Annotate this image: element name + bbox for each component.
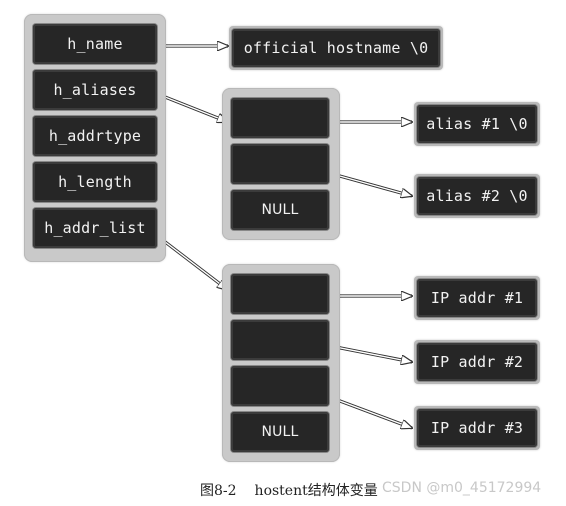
addr-ptr-3 (231, 366, 329, 406)
aliases-null: NULL (231, 190, 329, 230)
aliases-ptr-1 (231, 98, 329, 138)
arrow-h-aliases-to-aliases-array (159, 93, 229, 124)
official-hostname-string: official hostname \0 (232, 29, 440, 67)
ip-addr-2-box: IP addr #2 (414, 340, 540, 384)
field-h-aliases: h_aliases (33, 70, 157, 110)
ip-addr-3-box: IP addr #3 (414, 406, 540, 450)
ip-addr-3-string: IP addr #3 (417, 409, 537, 447)
alias-1-string: alias #1 \0 (417, 105, 537, 143)
addr-list-null: NULL (231, 412, 329, 452)
field-h-addrtype: h_addrtype (33, 116, 157, 156)
caption-title: hostent结构体变量 (254, 483, 378, 499)
official-hostname-box: official hostname \0 (229, 26, 443, 70)
ip-addr-1-box: IP addr #1 (414, 276, 540, 320)
field-h-name: h_name (33, 24, 157, 64)
ip-addr-1-string: IP addr #1 (417, 279, 537, 317)
hostent-struct-panel: h_name h_aliases h_addrtype h_length h_a… (24, 14, 166, 262)
alias-2-box: alias #2 \0 (414, 174, 540, 218)
addr-ptr-1 (231, 274, 329, 314)
caption-label: 图8-2 (200, 483, 237, 499)
arrow-h-addr-list-to-addr-array (159, 236, 229, 292)
field-h-addr-list: h_addr_list (33, 208, 157, 248)
alias-1-box: alias #1 \0 (414, 102, 540, 146)
ip-addr-2-string: IP addr #2 (417, 343, 537, 381)
watermark: CSDN @m0_45172994 (382, 480, 542, 496)
addr-list-array-panel: NULL (222, 264, 340, 462)
caption-text: 图8-2 hostent结构体变量 (200, 480, 378, 500)
addr-ptr-2 (231, 320, 329, 360)
aliases-array-panel: NULL (222, 88, 340, 240)
figure-caption: 图8-2 hostent结构体变量 CSDN @m0_45172994 (0, 478, 566, 504)
aliases-ptr-2 (231, 144, 329, 184)
field-h-length: h_length (33, 162, 157, 202)
alias-2-string: alias #2 \0 (417, 177, 537, 215)
